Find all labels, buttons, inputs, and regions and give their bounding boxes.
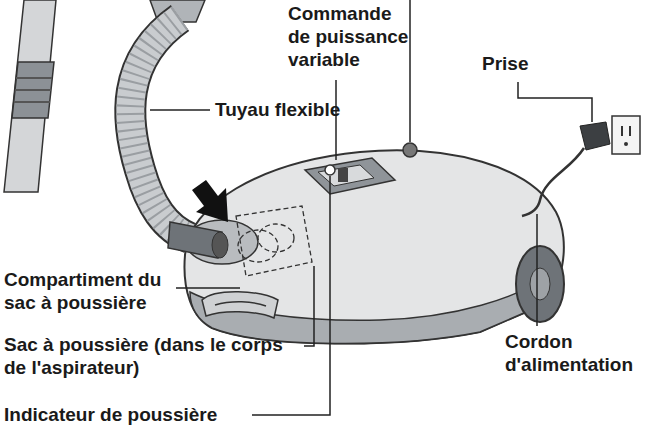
cord-label: Cordon d'alimentation — [505, 330, 647, 376]
plug-and-cord — [522, 116, 640, 216]
arrow-marker — [192, 180, 228, 222]
vacuum-body — [168, 143, 564, 344]
outlet-label: Prise — [482, 52, 528, 75]
dust-indicator-label: Indicateur de poussière — [4, 403, 217, 426]
compartment-label: Compartiment du sac à poussière — [4, 268, 174, 314]
power-control-label: Commande de puissance variable — [288, 2, 413, 71]
dust-bag-label: Sac à poussière (dans le corps de l'aspi… — [4, 333, 304, 379]
flexible-hose — [130, 18, 190, 238]
hose-label: Tuyau flexible — [215, 98, 340, 121]
